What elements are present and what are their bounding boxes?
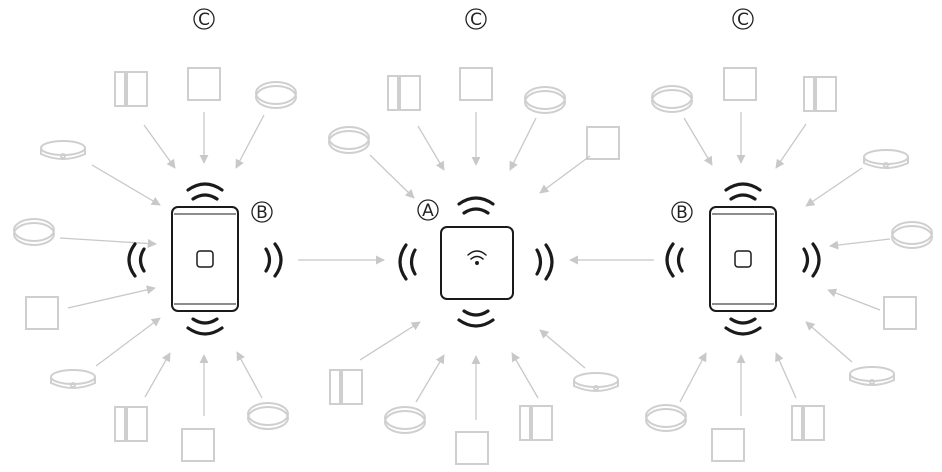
square-icon xyxy=(734,250,752,268)
svg-text:B: B xyxy=(676,203,688,223)
center-cluster-arrows xyxy=(359,112,591,420)
keypad-icon xyxy=(883,296,917,330)
center-cluster-devices xyxy=(328,67,620,465)
svg-text:C: C xyxy=(737,10,749,30)
left-cluster-arrows xyxy=(59,112,265,416)
door-contact-icon xyxy=(114,71,148,107)
hub-label: A xyxy=(417,199,439,221)
water-sensor-icon xyxy=(651,85,693,113)
svg-text:C: C xyxy=(198,10,210,30)
smoke-detector-icon xyxy=(849,366,895,386)
signal-wave-icon xyxy=(665,182,821,336)
cluster-right-label: C xyxy=(732,8,754,30)
water-sensor-icon xyxy=(247,402,289,430)
smoke-detector-icon xyxy=(863,149,909,169)
door-contact-icon xyxy=(519,405,553,441)
door-contact-icon xyxy=(803,76,837,112)
smoke-detector-icon xyxy=(573,372,619,392)
water-sensor-icon xyxy=(384,406,426,434)
signal-wave-icon xyxy=(127,182,283,336)
svg-text:B: B xyxy=(256,203,268,223)
keypad-icon xyxy=(586,126,620,160)
cluster-center-label: C xyxy=(465,8,487,30)
left-cluster-devices xyxy=(13,67,297,462)
wifi-icon xyxy=(467,250,487,265)
door-contact-icon xyxy=(114,406,148,442)
keypad-icon xyxy=(723,67,757,101)
keypad-icon xyxy=(187,67,221,101)
keypad-icon xyxy=(455,431,489,465)
right-cluster-arrows xyxy=(679,112,891,416)
cluster-left-label: C xyxy=(193,8,215,30)
water-sensor-icon xyxy=(328,126,370,154)
svg-text:C: C xyxy=(470,10,482,30)
hub xyxy=(440,226,514,300)
keypad-icon xyxy=(459,67,493,101)
keypad-icon xyxy=(25,296,59,330)
door-contact-icon xyxy=(387,75,421,111)
repeater-right-label: B xyxy=(671,201,693,223)
water-sensor-icon xyxy=(13,218,55,246)
repeater-right xyxy=(709,206,777,312)
repeater-left-label: B xyxy=(251,201,273,223)
water-sensor-icon xyxy=(891,221,933,249)
smoke-detector-icon xyxy=(50,369,96,389)
signal-wave-icon xyxy=(398,196,554,328)
water-sensor-icon xyxy=(524,86,566,114)
square-icon xyxy=(196,250,214,268)
water-sensor-icon xyxy=(255,81,297,109)
door-contact-icon xyxy=(791,405,825,441)
svg-text:A: A xyxy=(422,201,434,221)
keypad-icon xyxy=(711,428,745,462)
right-cluster-devices xyxy=(645,67,933,462)
repeater-left xyxy=(171,206,239,312)
door-contact-icon xyxy=(329,369,363,405)
smoke-detector-icon xyxy=(40,140,86,160)
water-sensor-icon xyxy=(645,404,687,432)
keypad-icon xyxy=(181,428,215,462)
